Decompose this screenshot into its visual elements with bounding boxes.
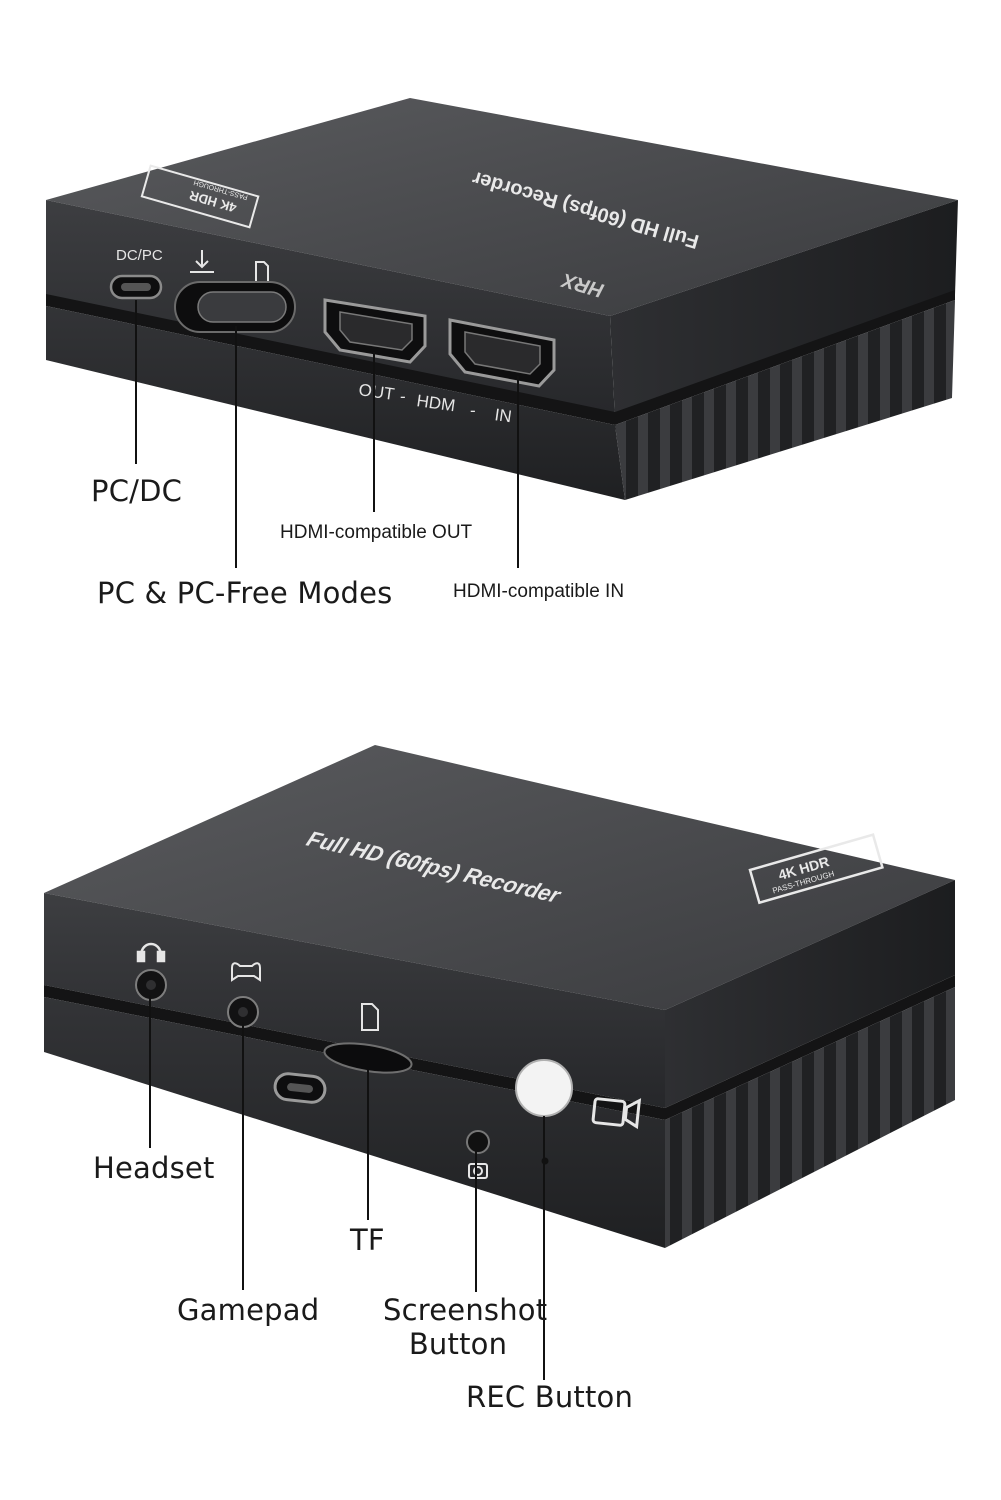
callout-screenshot-line1: Screenshot (383, 1293, 548, 1327)
video-camera-icon (591, 1097, 642, 1130)
callout-headset: Headset (93, 1151, 215, 1185)
callout-gamepad: Gamepad (177, 1293, 320, 1327)
device-front-view: Full HD (60fps) Recorder 4K HDR PASS-THR… (44, 745, 955, 1248)
mode-switch-knob (197, 291, 287, 323)
callout-tf: TF (350, 1223, 385, 1257)
callout-modes: PC & PC-Free Modes (97, 576, 393, 610)
rec-button[interactable] (515, 1059, 573, 1117)
device-front-face (44, 893, 665, 1108)
gamepad-icon (231, 962, 261, 982)
top-callout-lines (135, 300, 519, 568)
device-top-heatsink-fins (615, 300, 955, 500)
camera-icon (468, 1163, 488, 1179)
callout-hdmi-in: HDMI-compatible IN (453, 581, 625, 602)
tf-card-slot (323, 1042, 413, 1074)
device-front-side (665, 880, 955, 1108)
callout-screenshot: Screenshot Button (383, 1293, 548, 1361)
dash-2: - (470, 401, 476, 420)
device-top-lid (46, 98, 958, 316)
callout-screenshot-line2: Button (408, 1327, 508, 1361)
callout-pc-dc: PC/DC (91, 474, 183, 508)
port-dcpc-label: DC/PC (116, 247, 163, 264)
headset-icon (136, 942, 166, 963)
dash-1: - (400, 387, 406, 406)
device-front-base (44, 997, 665, 1248)
port-in-text: IN (493, 405, 512, 426)
screenshot-button[interactable] (466, 1130, 490, 1154)
device-front-lid (44, 745, 955, 1010)
bottom-callout-lines (149, 995, 545, 1380)
sd-card-icon-front (361, 1003, 379, 1031)
device-top-view: Full HD (60fps) Recorder 4K HDR PASS-THR… (46, 98, 958, 500)
device-front-heatsink-fins (665, 987, 955, 1248)
callout-rec: REC Button (466, 1380, 634, 1414)
device-top-base (46, 306, 625, 500)
device-top-side (610, 200, 958, 420)
callout-hdmi-out: HDMI-compatible OUT (280, 522, 473, 543)
port-out-text: OUT (357, 380, 395, 404)
download-icon (190, 250, 214, 273)
